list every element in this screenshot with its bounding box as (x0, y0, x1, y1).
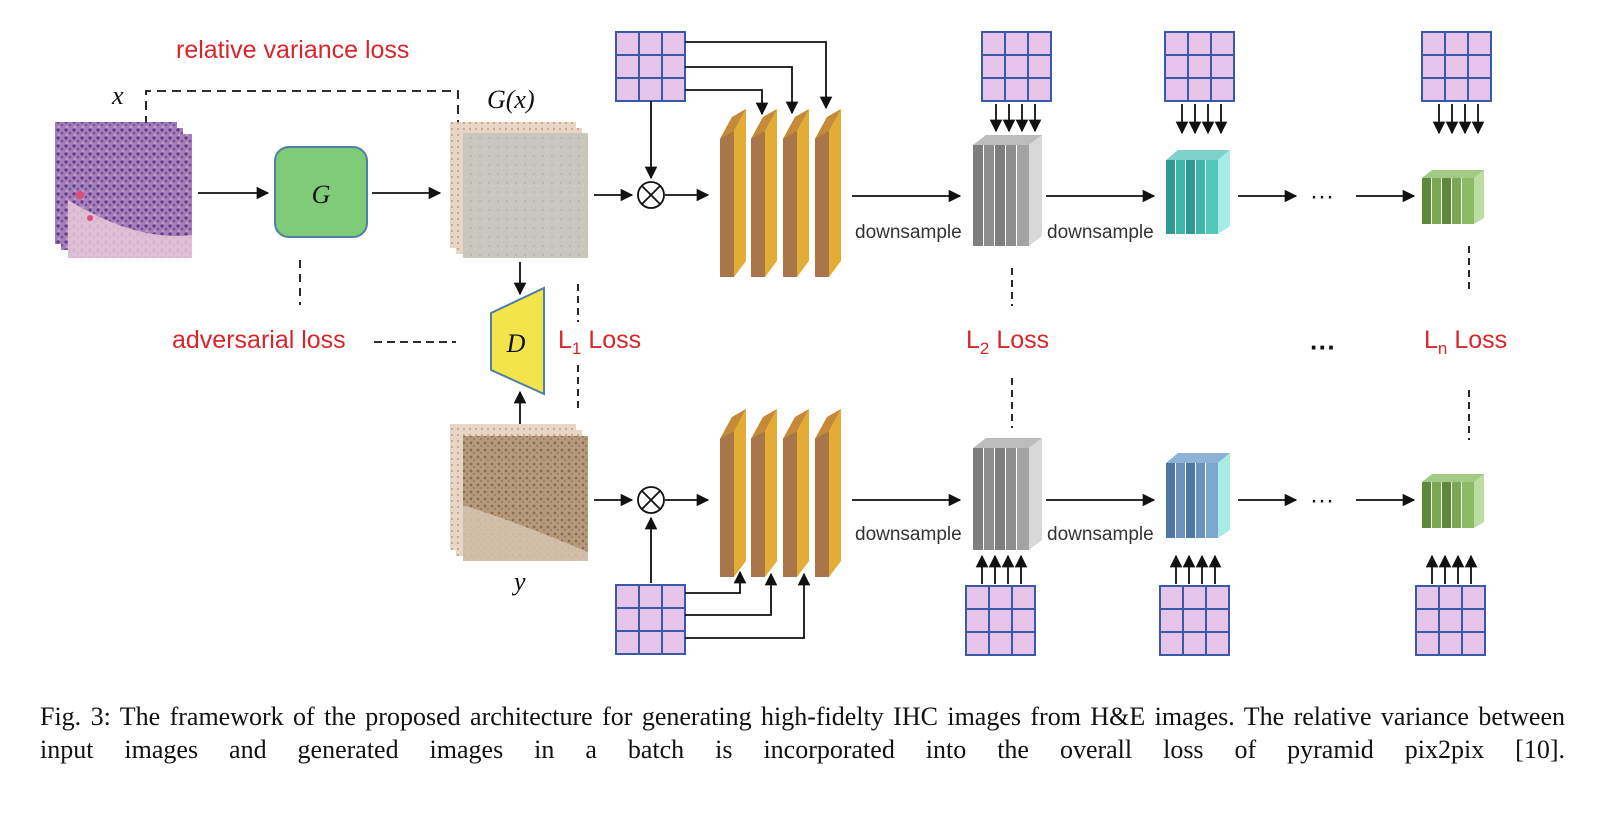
relative-variance-loss-label: relative variance loss (176, 36, 409, 64)
l1-loss-label: L1 Loss (558, 326, 641, 358)
downsample-label-1-top: downsample (855, 222, 962, 243)
ellipsis-top: ··· (1310, 183, 1334, 210)
figure-caption: Fig. 3: The framework of the proposed ar… (40, 702, 1565, 764)
gx-label: G(x) (487, 85, 535, 114)
level1-patch-grid-top (981, 31, 1052, 102)
generated-image-stack (450, 122, 588, 258)
arrow-grid-to-slab2-top (685, 89, 769, 116)
l2-loss-label: L2 Loss (966, 326, 1049, 358)
level2-patch-grid-bottom (1159, 585, 1230, 656)
y-label: y (511, 567, 526, 596)
leveln-patch-grid-bottom (1415, 585, 1486, 656)
bottom-input-patch-grid (615, 584, 686, 655)
arrow-grid-to-slab4-top (685, 41, 833, 110)
leveln-features-top (1422, 170, 1484, 224)
arrow-grid-to-slab1-bottom (685, 570, 747, 594)
leveln-patch-grid-top (1421, 31, 1492, 102)
leveln-grid-arrows-top (1432, 104, 1485, 135)
level1-patch-grid-bottom (965, 585, 1036, 656)
level2-patch-grid-top (1164, 31, 1235, 102)
level1-grid-arrows-top (989, 104, 1042, 133)
level1-features-top (973, 135, 1042, 246)
generator-block (274, 146, 368, 238)
level1-grid-arrows-bottom (975, 554, 1028, 584)
arrow-grid-to-slab3-bottom (685, 572, 811, 639)
downsample-label-2-bottom: downsample (1047, 524, 1154, 545)
top-input-patch-grid (615, 31, 686, 102)
downsample-label-2-top: downsample (1047, 222, 1154, 243)
arrow-grid-to-slab2-bottom (685, 572, 778, 616)
level1-features-bottom (973, 438, 1042, 550)
level2-grid-arrows-top (1175, 104, 1228, 135)
leveln-features-bottom (1422, 474, 1484, 528)
generator-label: G (312, 180, 331, 209)
multiply-icon-top (637, 181, 665, 209)
adversarial-loss-label: adversarial loss (172, 326, 346, 354)
x-label: x (111, 81, 124, 110)
discriminator-label: D (506, 329, 526, 358)
ln-loss-label: Ln Loss (1424, 326, 1507, 358)
discriminator-block (490, 286, 545, 396)
arrow-grid-to-slab3-top (685, 66, 799, 115)
level2-features-top (1166, 150, 1230, 234)
level2-features-bottom (1166, 453, 1230, 538)
relative-variance-connector (145, 90, 459, 125)
feature-slabs-bottom (720, 409, 841, 577)
multiply-icon-bottom (637, 486, 665, 514)
ellipsis-bottom: ··· (1310, 487, 1334, 514)
ellipsis-middle: ··· (1310, 332, 1336, 362)
architecture-diagram: relative variance loss x G(x) G adversar… (55, 31, 1507, 656)
leveln-grid-arrows-bottom (1425, 554, 1478, 584)
downsample-label-1-bottom: downsample (855, 524, 962, 545)
input-he-image-stack (55, 122, 192, 258)
feature-slabs-top (720, 109, 841, 277)
level2-grid-arrows-bottom (1169, 554, 1222, 584)
real-ihc-image-stack (450, 424, 588, 561)
